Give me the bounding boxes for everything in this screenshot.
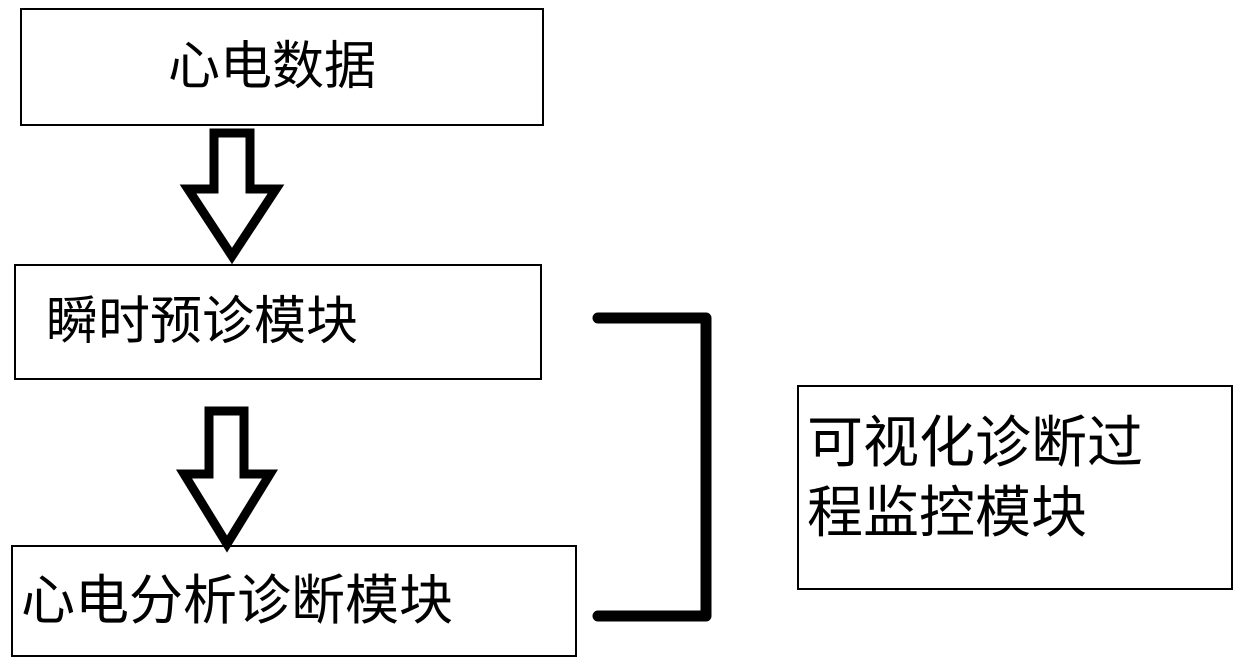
arrow-instant-to-analysis bbox=[184, 411, 270, 544]
bracket-connector bbox=[598, 318, 706, 616]
arrow-ecg-to-instant bbox=[188, 133, 276, 256]
